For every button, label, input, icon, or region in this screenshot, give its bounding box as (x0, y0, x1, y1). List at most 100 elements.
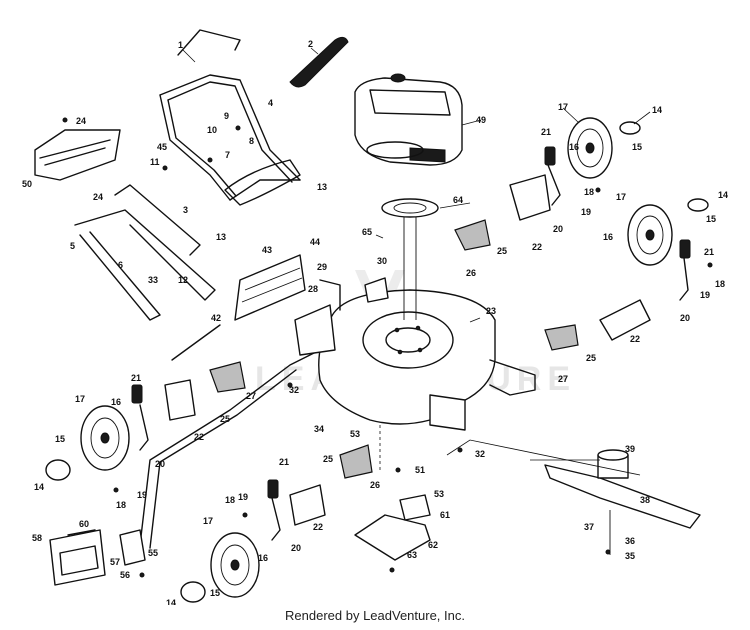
callout: 21 (131, 373, 141, 383)
callout: 26 (466, 268, 476, 278)
callout: 61 (440, 510, 450, 520)
callout: 14 (34, 482, 44, 492)
callout: 28 (308, 284, 318, 294)
callout: 12 (178, 275, 188, 285)
callout: 15 (632, 142, 642, 152)
discharge-plug (354, 514, 431, 561)
callout: 15 (706, 214, 716, 224)
shaft-spacer (375, 198, 439, 320)
callout: 24 (93, 192, 103, 202)
callout: 26 (370, 480, 380, 490)
callout: 5 (70, 241, 75, 251)
callout: 18 (225, 495, 235, 505)
callout: 38 (640, 495, 650, 505)
lower-handle (74, 184, 216, 321)
callout: 22 (532, 242, 542, 252)
callout: 21 (279, 457, 289, 467)
callout: 53 (434, 489, 444, 499)
callout: 14 (718, 190, 728, 200)
axle-bracket-front (289, 484, 326, 526)
callout: 39 (625, 444, 635, 454)
side-discharge (49, 529, 106, 586)
callout: 35 (625, 551, 635, 561)
callout: 25 (220, 414, 230, 424)
callout: 14 (166, 598, 176, 605)
callout: 64 (453, 195, 463, 205)
callout: 43 (262, 245, 272, 255)
callout: 20 (155, 459, 165, 469)
callout: 3 (183, 205, 188, 215)
callout: 32 (289, 385, 299, 395)
callout: 33 (148, 275, 158, 285)
callout: 25 (586, 353, 596, 363)
height-lever-right (679, 239, 691, 259)
callout: 7 (225, 150, 230, 160)
callout: 16 (569, 142, 579, 152)
callout: 37 (584, 522, 594, 532)
callout: 57 (110, 557, 120, 567)
callout: 21 (704, 247, 714, 257)
foam-grip (289, 36, 349, 88)
height-lever-upper (544, 146, 556, 166)
callout: 8 (249, 136, 254, 146)
callout: 24 (76, 116, 86, 126)
callout: 16 (111, 397, 121, 407)
callout: 17 (616, 192, 626, 202)
callout: 25 (497, 246, 507, 256)
wheel-front-right (180, 532, 260, 603)
callout: 51 (415, 465, 425, 475)
callout: 60 (79, 519, 89, 529)
height-rod (139, 349, 321, 546)
callout: 58 (32, 533, 42, 543)
callout: 16 (258, 553, 268, 563)
deflector-plate (399, 494, 431, 521)
footer-credit: Rendered by LeadVenture, Inc. (285, 608, 465, 623)
callout: 22 (630, 334, 640, 344)
callout: 25 (323, 454, 333, 464)
callout: 42 (211, 313, 221, 323)
callout: 56 (120, 570, 130, 580)
callout-labels: 1 2 3 4 5 6 7 8 9 10 11 12 13 13 14 14 1… (22, 39, 728, 605)
callout: 17 (203, 516, 213, 526)
axle-bracket-upper (509, 174, 551, 221)
callout: 9 (224, 111, 229, 121)
callout: 2 (308, 39, 313, 49)
callout: 18 (116, 500, 126, 510)
callout: 17 (75, 394, 85, 404)
callout: 30 (377, 256, 387, 266)
callout: 50 (22, 179, 32, 189)
mower-blade (544, 449, 701, 555)
exploded-view-drawing: LEADVENTURE (22, 29, 728, 605)
callout: 15 (55, 434, 65, 444)
callout: 13 (317, 182, 327, 192)
callout: 11 (150, 157, 160, 167)
height-lever-front (267, 479, 279, 499)
callout: 6 (118, 260, 123, 270)
height-lever-left (131, 384, 143, 404)
callout: 15 (210, 588, 220, 598)
callout: 65 (362, 227, 372, 237)
wheel-rear-lower (627, 198, 709, 266)
callout: 45 (157, 142, 167, 152)
callout: 20 (291, 543, 301, 553)
callout: 20 (680, 313, 690, 323)
callout: 22 (194, 432, 204, 442)
callout: 17 (558, 102, 568, 112)
rear-flap (34, 129, 121, 181)
mower-deck (299, 289, 536, 431)
callout: 36 (625, 536, 635, 546)
axle-bracket-left (164, 379, 196, 421)
callout: 20 (553, 224, 563, 234)
callout: 23 (486, 306, 496, 316)
callout: 49 (476, 115, 486, 125)
callout: 4 (268, 98, 273, 108)
leader-lines (182, 47, 651, 476)
rear-shield (234, 254, 306, 321)
callout: 32 (475, 449, 485, 459)
callout: 19 (581, 207, 591, 217)
callout: 27 (558, 374, 568, 384)
callout: 27 (246, 391, 256, 401)
callout: 21 (541, 127, 551, 137)
callout: 29 (317, 262, 327, 272)
